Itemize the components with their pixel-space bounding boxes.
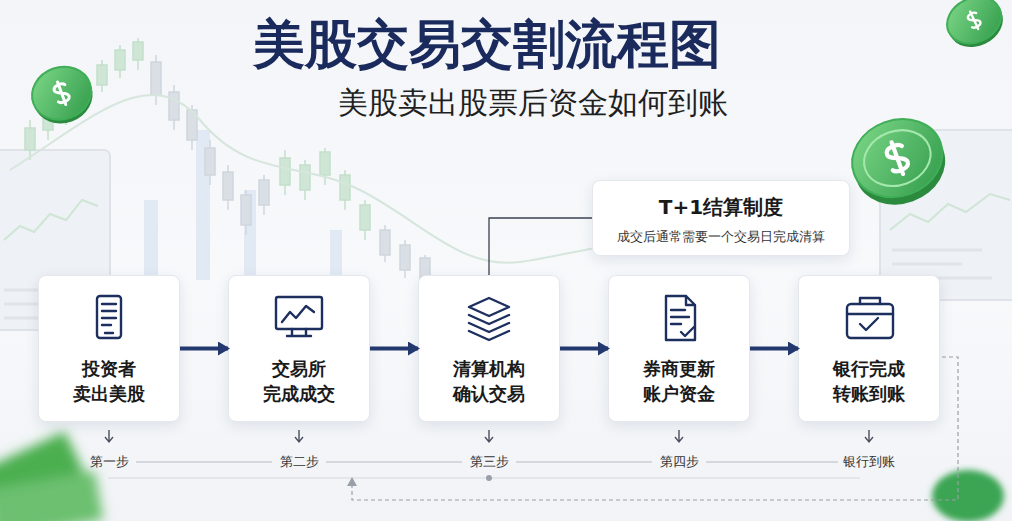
money-blur [0, 431, 104, 521]
node-title: T+1结算制度 [593, 194, 849, 220]
dollar-sign [884, 139, 911, 176]
dollar-sign [966, 9, 983, 30]
icon-check [860, 318, 878, 330]
subtitle: 美股卖出股票后资金如何到账 [338, 85, 638, 121]
icon-shape [276, 297, 322, 329]
icon-shape [666, 296, 695, 340]
document-icon [97, 296, 121, 338]
node-title: 银行完成 转账到账 [813, 356, 925, 406]
node-title: 交易所 完成成交 [243, 356, 355, 406]
node-title: 投资者 卖出美股 [53, 356, 165, 406]
icon-lines [102, 304, 116, 333]
step-label: 第四步 [529, 453, 829, 471]
flow-arrow [560, 347, 608, 351]
coin [841, 107, 956, 217]
timeline-dot [486, 475, 492, 481]
loop-arrowhead [347, 477, 357, 486]
icon-shape [97, 296, 121, 338]
banknote [0, 471, 104, 521]
briefcase-icon [847, 298, 893, 338]
process-box: 券商更新 账户资金 [608, 275, 750, 422]
flow-arrow [180, 347, 228, 351]
step-label: 第二步 [149, 453, 449, 471]
process-box: 投资者 卖出美股 [38, 275, 180, 422]
coin-face [939, 0, 1008, 52]
node-text: 成交后通常需要一个交易日完成清算 [593, 228, 849, 246]
checked-document-icon [666, 296, 695, 340]
monitor-chart [4, 200, 98, 240]
icon-handle [847, 298, 893, 314]
icon-shape [469, 298, 509, 340]
coin [939, 0, 1010, 56]
flow-arrow [750, 347, 798, 351]
step-label: 银行到账 [719, 453, 1012, 471]
icon-stand [287, 329, 311, 336]
coin [25, 59, 101, 132]
step-arrow [105, 430, 873, 442]
step-label: 第一步 [0, 453, 259, 471]
coin-rim [856, 121, 938, 195]
monitor-icon [276, 297, 322, 336]
process-box: 银行完成 转账到账 [798, 275, 940, 422]
node-title: 券商更新 账户资金 [623, 356, 735, 406]
title: 美股交易交割流程图 [0, 12, 974, 76]
process-box: 交易所 完成成交 [228, 275, 370, 422]
process-box: 清算机构 确认交易 [418, 275, 560, 422]
coin-face [841, 107, 953, 210]
coin-face [932, 470, 1004, 521]
node-title: 清算机构 确认交易 [433, 356, 545, 406]
coin-face [25, 59, 99, 128]
leader-line [489, 218, 592, 275]
icon-chart [282, 306, 314, 322]
flow-arrow [370, 347, 418, 351]
callout-box: T+1结算制度成交后通常需要一个交易日完成清算 [592, 180, 850, 256]
coin [932, 470, 1004, 521]
monitor-lines [892, 250, 992, 278]
dollar-sign [52, 80, 71, 107]
timeline [108, 477, 860, 478]
icon-shape [847, 304, 893, 338]
icon-lines [671, 310, 689, 324]
icon-check [681, 327, 694, 336]
step-label: 第三步 [339, 453, 639, 471]
layers-icon [469, 298, 509, 340]
connectors [180, 218, 798, 349]
